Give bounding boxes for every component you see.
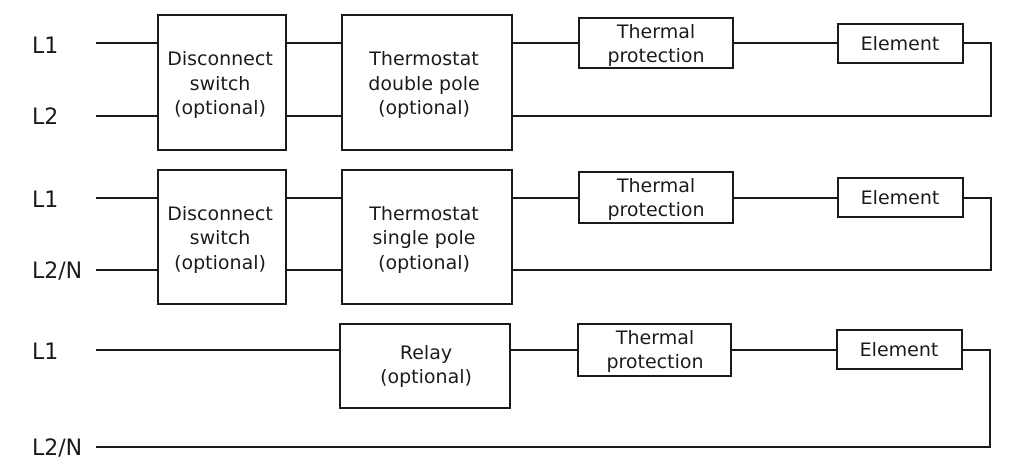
disconnect-switch-label-line3: (optional) — [174, 252, 266, 274]
thermal-protection-label-line1: Thermal — [616, 175, 695, 197]
thermal-protection-label-line2: protection — [607, 45, 704, 67]
thermostat-label-line2: single pole — [373, 227, 476, 249]
terminal-l2n-label: L2/N — [32, 436, 82, 461]
terminal-l1-label: L1 — [32, 188, 58, 213]
l1-wire — [96, 349, 991, 448]
thermostat-label-line1: Thermostat — [368, 48, 478, 70]
terminal-l2n-label: L2/N — [32, 259, 82, 284]
circuit-row-2: L1 L2/N Disconnect switch (optional) The… — [32, 169, 992, 305]
thermostat-label-line3: (optional) — [378, 97, 470, 119]
circuit-row-1: L1 L2 Disconnect switch (optional) Therm… — [32, 14, 992, 151]
terminal-l2-label: L2 — [32, 105, 58, 130]
l1-wire — [96, 42, 992, 117]
terminal-l1-label: L1 — [32, 340, 58, 365]
element-label: Element — [861, 33, 940, 55]
l1-wire — [96, 197, 992, 271]
circuit-row-3: L1 L2/N Relay (optional) Thermal protect… — [32, 323, 991, 461]
disconnect-switch-label-line2: switch — [190, 227, 251, 249]
relay-label-line1: Relay — [400, 342, 452, 364]
thermostat-box — [341, 14, 513, 151]
relay-box — [339, 323, 511, 409]
disconnect-switch-box — [157, 169, 287, 305]
disconnect-switch-label-line2: switch — [190, 73, 251, 95]
element-box — [837, 23, 964, 64]
element-box — [837, 177, 964, 218]
thermostat-box — [341, 169, 513, 305]
element-label: Element — [860, 339, 939, 361]
thermal-protection-label-line1: Thermal — [616, 21, 695, 43]
thermal-protection-label-line2: protection — [607, 199, 704, 221]
disconnect-switch-box — [157, 14, 287, 151]
thermal-protection-box — [578, 171, 734, 224]
disconnect-switch-label-line1: Disconnect — [167, 203, 273, 225]
thermostat-label-line1: Thermostat — [368, 203, 478, 225]
terminal-l1-label: L1 — [32, 34, 58, 59]
element-box — [836, 329, 963, 370]
thermal-protection-label-line1: Thermal — [615, 327, 694, 349]
disconnect-switch-label-line3: (optional) — [174, 97, 266, 119]
disconnect-switch-label-line1: Disconnect — [167, 48, 273, 70]
thermostat-label-line2: double pole — [368, 73, 479, 95]
thermostat-label-line3: (optional) — [378, 252, 470, 274]
thermal-protection-box — [577, 323, 732, 377]
relay-label-line2: (optional) — [380, 366, 472, 388]
element-label: Element — [861, 187, 940, 209]
thermal-protection-box — [578, 17, 734, 69]
thermal-protection-label-line2: protection — [606, 351, 703, 373]
